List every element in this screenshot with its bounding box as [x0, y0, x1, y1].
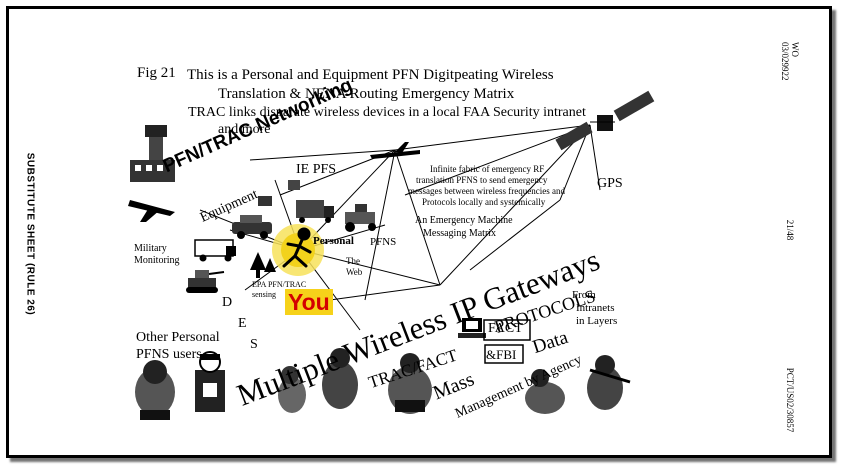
pfns-label: PFNS — [370, 236, 397, 248]
military-line-1: Military — [134, 243, 167, 254]
tree-icon — [250, 252, 276, 278]
epa-line-2: sensing — [252, 290, 276, 299]
officer-figure-icon — [195, 351, 225, 412]
infinite-line-4: Protocols locally and systemically — [422, 197, 546, 207]
ie-pfs-label: IE PFS — [296, 162, 337, 177]
truck-icon — [296, 200, 334, 223]
emergency-machine-line-1: An Emergency Machine — [415, 215, 513, 226]
infinite-line-3: messages between wireless frequencies an… — [408, 186, 565, 196]
other-personal-line-1: Other Personal — [136, 330, 220, 345]
people-figures — [135, 348, 631, 420]
the-label: The — [346, 256, 360, 266]
hazmat-figure-icon — [322, 348, 358, 409]
emergency-machine-line-2: Messaging Matrix — [423, 228, 497, 239]
title-line-1: This is a Personal and Equipment PFN Dig… — [187, 67, 554, 83]
computer-icon — [458, 318, 524, 364]
subtitle-line-2: and more — [218, 122, 271, 137]
military-line-2: Monitoring — [134, 255, 180, 266]
control-tower-icon — [130, 125, 175, 182]
running-person-icon — [282, 227, 312, 268]
infinite-line-2: translation PFNS to send emergency — [416, 175, 548, 185]
from-line-2: Intranets — [576, 302, 615, 314]
fig-label: Fig 21 — [137, 65, 176, 81]
pct-number: PCT/US02/30857 — [785, 367, 795, 433]
page-number: 21/48 — [785, 219, 795, 241]
jet-icon — [370, 142, 420, 159]
fbi-label: &FBI — [486, 347, 517, 362]
firefighter-figure-icon — [135, 360, 175, 420]
wo-number: WO 03/029922 — [780, 42, 800, 81]
technician-figure-icon — [388, 353, 432, 414]
fact-label: FACT — [488, 321, 523, 336]
ambulance-icon — [194, 239, 236, 262]
substitute-sheet-label: SUBSTITUTE SHEET (RULE 26) — [24, 152, 36, 316]
infinite-line-1: Infinite fabric of emergency RF — [430, 164, 545, 174]
from-line-3: in Layers — [576, 315, 618, 327]
soldier-figure-icon — [587, 355, 631, 410]
building-icon — [258, 180, 300, 206]
letter-s: S — [250, 337, 258, 352]
gps-label: GPS — [597, 176, 623, 191]
other-personal-line-2: PFNS users — [136, 347, 202, 362]
letter-d: D — [222, 295, 233, 310]
airplane-icon — [128, 200, 175, 222]
from-line-1: From — [572, 289, 596, 301]
you-label: You — [285, 289, 333, 315]
tractor-icon — [345, 204, 376, 232]
car-icon — [232, 215, 272, 239]
epa-line-1: EPA PFN/TRAC — [252, 280, 307, 289]
fact-box — [483, 319, 531, 341]
kneeling-figure-icon — [525, 369, 565, 414]
letter-e: E — [238, 316, 247, 331]
web-label: Web — [346, 267, 363, 277]
satellite-icon — [555, 90, 655, 151]
tank-icon — [186, 270, 225, 293]
title-line-2: Translation & NENA Routing Emergency Mat… — [218, 86, 515, 102]
worker-figure-icon — [278, 366, 306, 413]
subtitle-line-1: TRAC links disparate wireless devices in… — [188, 105, 586, 120]
personal-label: Personal — [313, 235, 354, 247]
